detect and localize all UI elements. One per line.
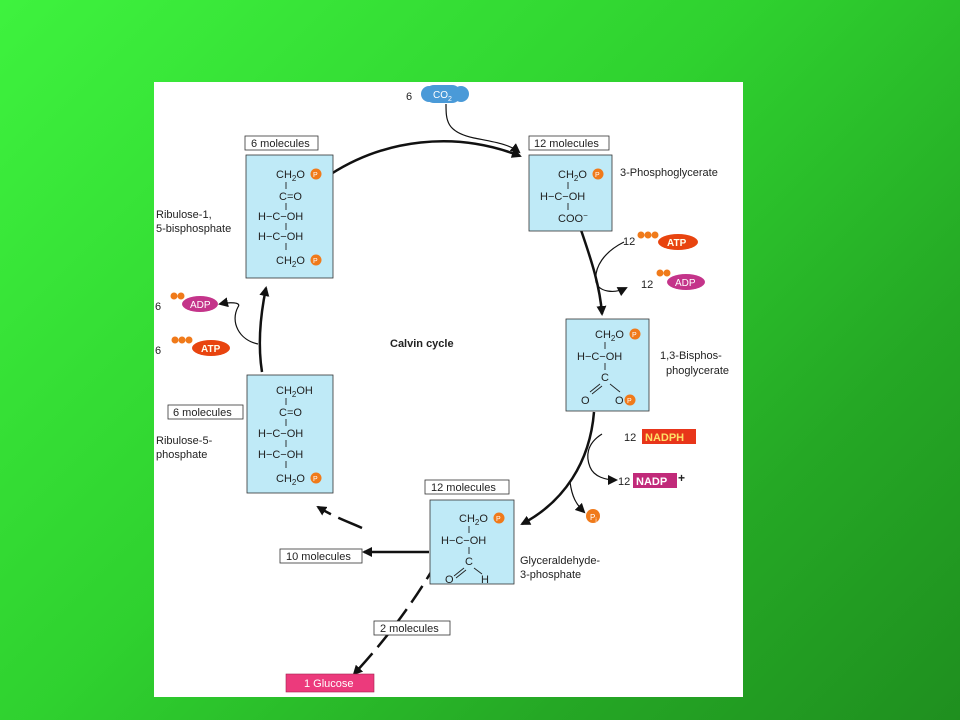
svg-text:ADP: ADP bbox=[675, 278, 696, 289]
rubp-line5: CH2O bbox=[276, 255, 305, 269]
bpg-line1: CH2O bbox=[595, 329, 624, 343]
arrow-rubp-to-pga bbox=[330, 140, 522, 176]
bpg-name-2: phoglycerate bbox=[666, 365, 729, 377]
nadp-count: 12 bbox=[618, 476, 630, 488]
pga-count-label: 12 molecules bbox=[534, 138, 599, 150]
nadp-badge bbox=[633, 473, 677, 488]
pga-name: 3-Phosphoglycerate bbox=[620, 167, 718, 179]
bpg-name-1: 1,3-Bisphos- bbox=[660, 350, 722, 362]
r5p-name-1: Ribulose-5- bbox=[156, 435, 213, 447]
pi-release-arrow bbox=[569, 481, 586, 514]
rubp-line2: C=O bbox=[279, 191, 302, 203]
svg-text:P: P bbox=[313, 172, 318, 179]
rubp-line4: H−C−OH bbox=[258, 231, 303, 243]
pga-line1: CH2O bbox=[558, 169, 587, 183]
svg-text:P: P bbox=[313, 476, 318, 483]
diagram-title: Calvin cycle bbox=[390, 338, 454, 350]
g3p-line3: C bbox=[465, 556, 473, 568]
svg-text:P: P bbox=[496, 516, 501, 523]
rubp-count-label: 6 molecules bbox=[251, 138, 310, 150]
r5p-line5: CH2O bbox=[276, 473, 305, 487]
r5p-name-2: phosphate bbox=[156, 449, 207, 461]
g3p-name-2: 3-phosphate bbox=[520, 569, 581, 581]
g3p-name-1: Glyceraldehyde- bbox=[520, 555, 600, 567]
rubp-name-1: Ribulose-1, bbox=[156, 209, 212, 221]
nadph-count: 12 bbox=[624, 432, 636, 444]
g3p-line4-o: O bbox=[445, 574, 454, 586]
r5p-count-label: 6 molecules bbox=[173, 407, 232, 419]
nadph-badge bbox=[642, 429, 696, 444]
g3p-line2: H−C−OH bbox=[441, 535, 486, 547]
bpg-line3: C bbox=[601, 372, 609, 384]
svg-text:NADPH: NADPH bbox=[645, 432, 684, 444]
atp-adp-arrow-left bbox=[218, 297, 259, 345]
phosphate-icon bbox=[310, 472, 322, 484]
r5p-line1: CH2OH bbox=[276, 385, 313, 399]
atp-icon bbox=[637, 231, 698, 250]
r5p-line3: H−C−OH bbox=[258, 428, 303, 440]
two-molecules-label: 2 molecules bbox=[380, 623, 439, 635]
phosphate-icon bbox=[592, 168, 604, 180]
rubp-line1: CH2O bbox=[276, 169, 305, 183]
svg-text:Pi: Pi bbox=[590, 513, 597, 524]
pga-line2: H−C−OH bbox=[540, 191, 585, 203]
r5p-line4: H−C−OH bbox=[258, 449, 303, 461]
rubp-line3: H−C−OH bbox=[258, 211, 303, 223]
ten-molecules-label: 10 molecules bbox=[286, 551, 351, 563]
phosphate-icon bbox=[629, 328, 641, 340]
inorganic-phosphate-icon bbox=[586, 509, 600, 523]
bpg-line4-o2: O bbox=[615, 395, 624, 407]
adp-count-left: 6 bbox=[155, 301, 161, 313]
bpg-line4-o: O bbox=[581, 395, 590, 407]
svg-text:ATP: ATP bbox=[201, 344, 221, 355]
svg-text:NADP: NADP bbox=[636, 476, 667, 488]
adp-icon bbox=[170, 292, 218, 312]
phosphate-icon bbox=[310, 254, 322, 266]
svg-text:P: P bbox=[595, 172, 600, 179]
phosphate-icon bbox=[493, 512, 505, 524]
g3p-count-label: 12 molecules bbox=[431, 482, 496, 494]
atp-count-right: 12 bbox=[623, 236, 635, 248]
adp-count-right: 12 bbox=[641, 279, 653, 291]
arrow-pga-to-bpg bbox=[579, 229, 607, 316]
arrow-r5p-to-rubp bbox=[258, 286, 270, 373]
arrow-ten-to-r5p bbox=[316, 505, 363, 530]
svg-text:P: P bbox=[313, 258, 318, 265]
atp-icon bbox=[171, 336, 230, 356]
rubp-name-2: 5-bisphosphate bbox=[156, 223, 231, 235]
pga-line3: COO− bbox=[558, 211, 588, 225]
svg-text:ADP: ADP bbox=[190, 300, 211, 311]
atp-count-left: 6 bbox=[155, 345, 161, 357]
arrow-bpg-to-g3p bbox=[520, 411, 596, 526]
g3p-line4-h: H bbox=[481, 574, 489, 586]
nadph-nadp-arrow bbox=[587, 433, 618, 485]
g3p-line1: CH2O bbox=[459, 513, 488, 527]
nadp-plus: + bbox=[678, 471, 685, 485]
glucose-badge bbox=[285, 673, 375, 693]
calvin-cycle-diagram: 6 CO2 6 molecules 12 molecules 12 molecu… bbox=[155, 85, 729, 693]
svg-text:P: P bbox=[632, 332, 637, 339]
bpg-line2: H−C−OH bbox=[577, 351, 622, 363]
glucose-label: 1 Glucose bbox=[304, 678, 354, 690]
arrow-g3p-to-glucose bbox=[352, 561, 439, 676]
r5p-line2: C=O bbox=[279, 407, 302, 419]
atp-adp-arrow-right bbox=[595, 241, 628, 297]
phosphate-icon bbox=[624, 394, 636, 406]
phosphate-icon bbox=[310, 168, 322, 180]
co2-arrow bbox=[445, 103, 521, 154]
diagram-panel: 6 CO2 6 molecules 12 molecules 12 molecu… bbox=[154, 82, 743, 697]
svg-text:ATP: ATP bbox=[667, 238, 687, 249]
co2-label: CO2 bbox=[433, 90, 452, 103]
co2-count: 6 bbox=[406, 91, 412, 103]
adp-icon bbox=[656, 269, 705, 290]
pga-structure-box bbox=[528, 154, 613, 232]
svg-text:P: P bbox=[627, 398, 632, 405]
co2-molecule-icon bbox=[421, 85, 469, 103]
